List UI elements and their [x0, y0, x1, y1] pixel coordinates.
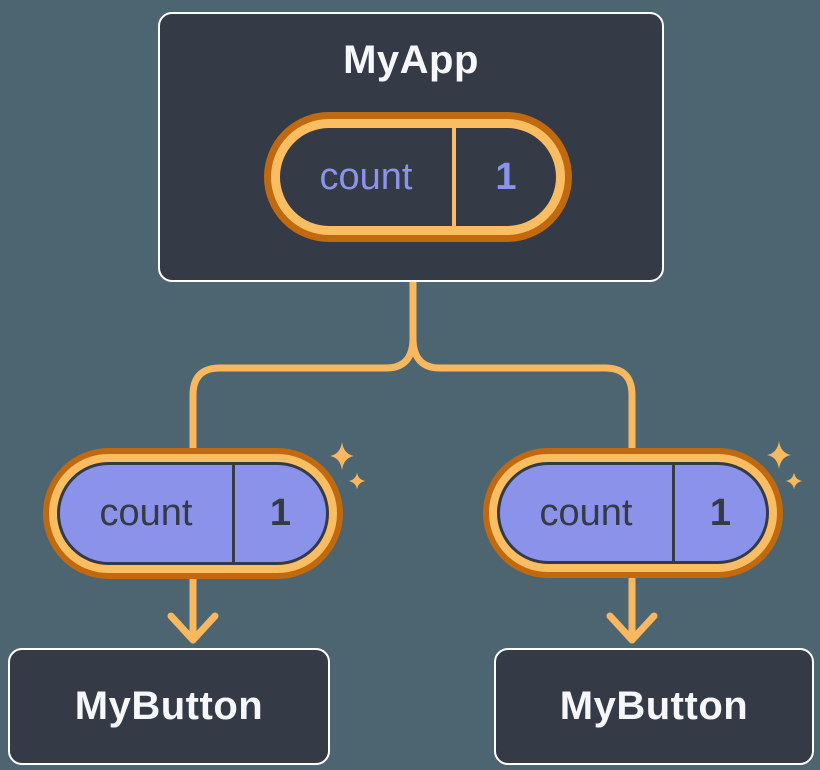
node-title: MyApp [343, 38, 479, 82]
component-node-mybutton-right: MyButton [494, 648, 814, 765]
prop-pill-body: count 1 [497, 462, 769, 564]
prop-pill-value: 1 [709, 491, 732, 534]
connector-left-branch [189, 334, 417, 641]
state-pill: count 1 [264, 112, 572, 242]
component-node-mybutton-left: MyButton [8, 648, 330, 765]
prop-pill-label: count [99, 492, 193, 534]
prop-pill-label: count [539, 491, 633, 534]
state-pill-label: count [319, 155, 413, 198]
pill-divider [232, 465, 235, 562]
prop-pill-right: count 1 [483, 448, 783, 578]
prop-pill-body: count 1 [57, 462, 329, 565]
node-title: MyButton [559, 684, 749, 728]
pill-divider [452, 128, 456, 226]
node-title: MyButton [74, 684, 264, 728]
component-node-myapp: MyApp count 1 [158, 12, 664, 282]
connector-right-branch [409, 334, 636, 641]
state-pill-value: 1 [495, 155, 517, 198]
state-pill-body: count 1 [280, 128, 556, 226]
prop-pill-left: count 1 [43, 448, 343, 579]
arrow-down-icon [606, 612, 658, 644]
pill-divider [672, 465, 675, 561]
sparkle-icon [330, 442, 366, 490]
sparkle-icon [767, 441, 803, 490]
prop-pill-value: 1 [269, 492, 292, 534]
arrow-down-icon [167, 612, 219, 644]
